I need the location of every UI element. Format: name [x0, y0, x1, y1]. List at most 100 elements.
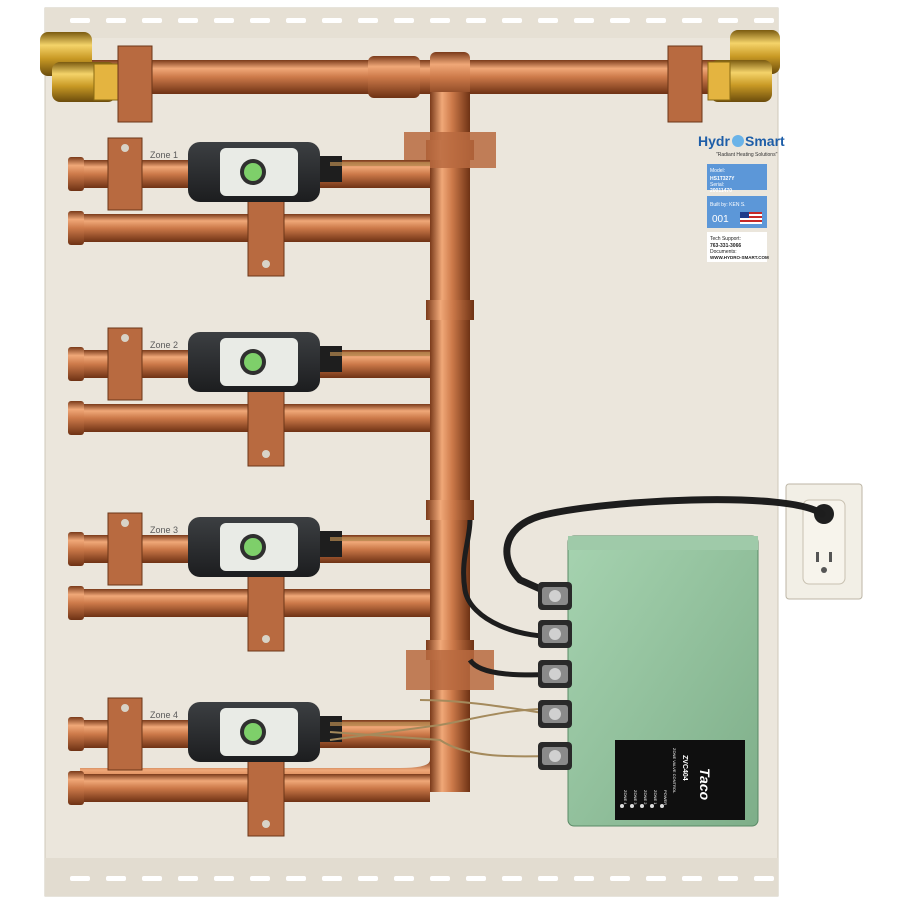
pump-dial-icon: [244, 353, 262, 371]
svg-text:Model:: Model:: [710, 168, 725, 174]
mounting-slot: [610, 18, 630, 23]
mounting-slot: [682, 18, 702, 23]
power-cable: [503, 496, 826, 604]
mounting-slot: [538, 18, 558, 23]
mounting-slot: [322, 876, 342, 881]
mounting-slot: [286, 876, 306, 881]
svg-text:WWW.HYDRO-SMART.COM: WWW.HYDRO-SMART.COM: [710, 255, 769, 260]
pump-dial-icon: [244, 163, 262, 181]
mounting-slot: [718, 18, 738, 23]
led-label: POWER: [663, 790, 668, 805]
led-label: ZONE 1: [653, 790, 658, 805]
zone-tag: Zone 4: [150, 710, 178, 720]
svg-text:Serial:: Serial:: [710, 182, 724, 188]
mounting-slot: [430, 876, 450, 881]
tagline: "Radiant Heating Solutions": [716, 152, 778, 158]
zone-tag: Zone 3: [150, 525, 178, 535]
svg-text:763-331-3066: 763-331-3066: [710, 243, 741, 249]
cable-gland: [538, 742, 572, 770]
mounting-slots-top: [70, 18, 774, 23]
mounting-slot: [574, 18, 594, 23]
status-led: [640, 804, 644, 808]
cable-gland: [538, 582, 572, 610]
brass-fitting-right: [707, 30, 780, 102]
controller-subtitle: ZONE VALVE CONTROL: [672, 748, 677, 794]
taco-controller: Taco ZVC404 ZONE VALVE CONTROL POWER ZONE…: [538, 535, 759, 827]
mounting-slot: [106, 18, 126, 23]
mounting-slot: [70, 18, 90, 23]
svg-text:001: 001: [712, 214, 729, 225]
mounting-slot: [142, 18, 162, 23]
status-led: [660, 804, 664, 808]
mounting-slot: [610, 876, 630, 881]
hydro-smart-label: Hydr Smart "Radiant Heating Solutions" M…: [698, 133, 785, 262]
zone-tag: Zone 1: [150, 150, 178, 160]
zone-loop: Zone 3: [68, 512, 430, 652]
led-label: ZONE 3: [633, 790, 638, 805]
mounting-slot: [754, 18, 774, 23]
header-brackets: [117, 45, 703, 123]
mounting-slot: [70, 876, 90, 881]
header-tee: [430, 52, 470, 102]
model-box: [707, 164, 767, 190]
mounting-slot: [466, 18, 486, 23]
pump-dial-icon: [244, 723, 262, 741]
cable-gland: [538, 700, 572, 728]
mounting-slot: [646, 18, 666, 23]
mounting-slot: [178, 876, 198, 881]
cable-glands: [538, 582, 572, 770]
mounting-slot: [178, 18, 198, 23]
mounting-slot: [394, 876, 414, 881]
mounting-slot: [574, 876, 594, 881]
cable-gland: [538, 660, 572, 688]
mounting-slot: [358, 18, 378, 23]
mounting-slot: [502, 18, 522, 23]
support-box: [707, 232, 767, 262]
mounting-slot: [250, 876, 270, 881]
status-led: [650, 804, 654, 808]
circulator-pump: [188, 332, 342, 392]
mounting-slot: [394, 18, 414, 23]
controller-model: ZVC404: [681, 755, 688, 781]
mounting-slot: [538, 876, 558, 881]
circulator-pump: [188, 142, 342, 202]
mounting-slot: [358, 876, 378, 881]
mounting-slot: [214, 18, 234, 23]
logo-globe-icon: [732, 135, 744, 147]
status-led: [630, 804, 634, 808]
svg-text:Documents:: Documents:: [710, 249, 737, 255]
mounting-slot: [430, 18, 450, 23]
brass-fitting-left: [40, 32, 119, 102]
wall-outlet: [785, 483, 863, 600]
cable-gland: [538, 620, 572, 648]
status-led: [620, 804, 624, 808]
mounting-slot: [682, 876, 702, 881]
led-label: ZONE 2: [643, 790, 648, 805]
mounting-slot: [754, 876, 774, 881]
pump-dial-icon: [244, 538, 262, 556]
svg-text:20011470: 20011470: [710, 188, 732, 194]
mounting-slot: [466, 876, 486, 881]
mounting-slot: [718, 876, 738, 881]
circulator-pump: [188, 517, 342, 577]
logo-right: Smart: [745, 133, 785, 149]
zone-loop: Zone 1: [68, 137, 430, 277]
svg-text:HS1T327Y: HS1T327Y: [710, 176, 735, 182]
zone-loops: Zone 1 Zone 2 Zone 3 Zone 4: [68, 137, 430, 837]
mounting-slot: [502, 876, 522, 881]
mounting-slot: [214, 876, 234, 881]
controller-faceplate: [615, 740, 745, 820]
mounting-slot: [250, 18, 270, 23]
svg-text:Built by: KEN S.: Built by: KEN S.: [710, 202, 746, 208]
controller-brand: Taco: [697, 768, 713, 801]
circulator-pump: [188, 702, 342, 762]
svg-text:Tech Support:: Tech Support:: [710, 236, 741, 242]
logo-left: Hydr: [698, 133, 730, 149]
us-flag-icon: [740, 212, 762, 224]
mounting-slot: [142, 876, 162, 881]
mounting-slot: [322, 18, 342, 23]
mounting-slot: [106, 876, 126, 881]
zone-loop: Zone 2: [68, 327, 430, 467]
